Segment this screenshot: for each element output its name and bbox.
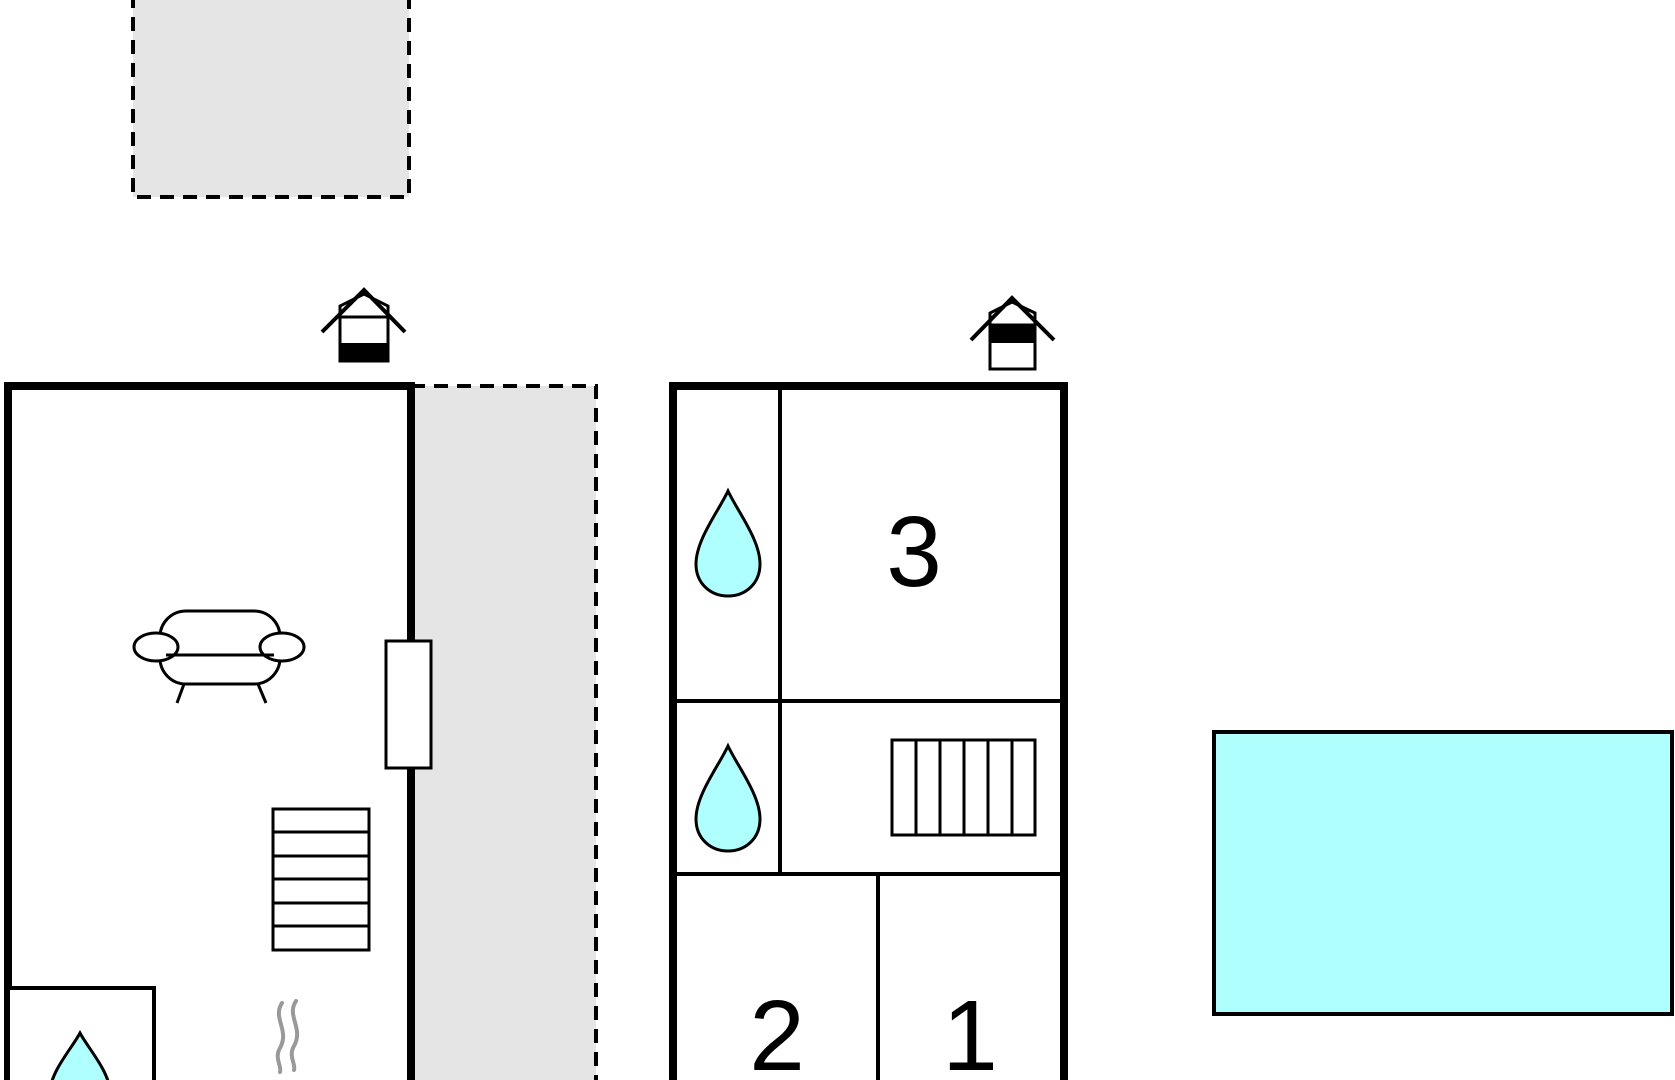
- heating-icon: [275, 999, 300, 1074]
- water-drop-icon: [694, 742, 762, 853]
- pool: [1212, 730, 1674, 1016]
- room-number-3: 3: [886, 496, 942, 608]
- room-number-1: 1: [942, 980, 998, 1080]
- building-left: [4, 382, 433, 1080]
- entrance-icon: [969, 295, 1056, 371]
- water-drop-icon: [50, 1029, 110, 1080]
- stairs-icon: [890, 738, 1037, 837]
- building-right: [669, 382, 1068, 1080]
- entrance-icon: [320, 287, 407, 363]
- terrace-side: [409, 384, 598, 1080]
- sofa-icon: [132, 609, 306, 704]
- door: [384, 639, 433, 770]
- room-number-2: 2: [749, 980, 805, 1080]
- water-drop-icon: [694, 487, 762, 598]
- terrace-top: [131, 0, 411, 199]
- stairs-icon: [271, 807, 371, 952]
